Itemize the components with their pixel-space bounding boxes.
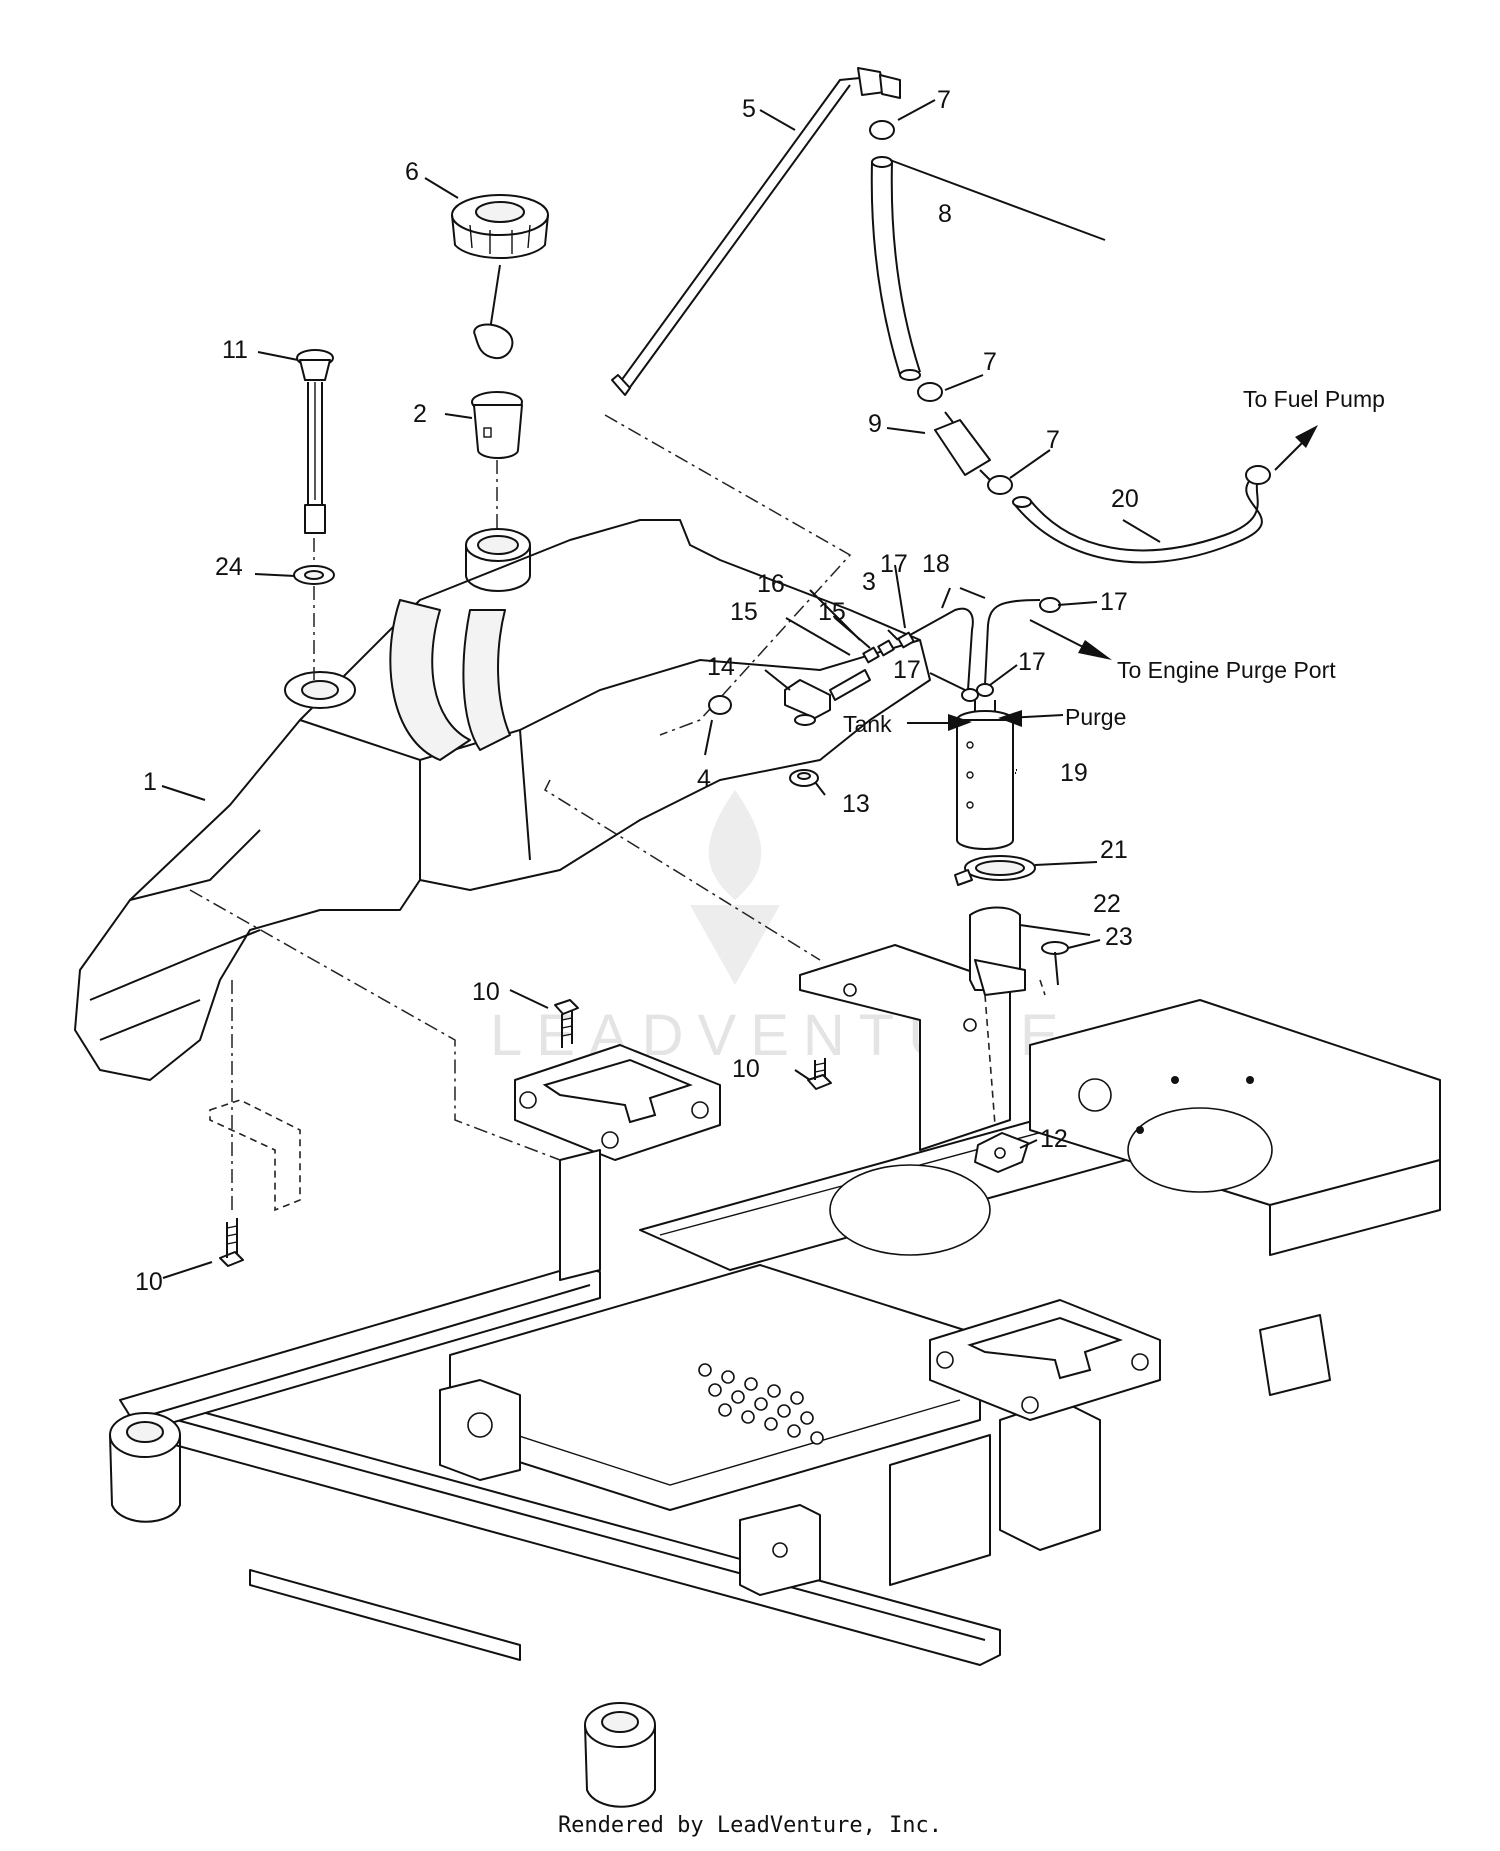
screw-leader-line — [1039, 979, 1046, 996]
callout-11: 11 — [222, 336, 248, 364]
fuel-hose[interactable] — [870, 156, 921, 381]
clamp-upper[interactable] — [869, 120, 895, 140]
callout-17-left: 17 — [893, 656, 921, 684]
vent-leader-line — [604, 414, 852, 736]
callout-14: 14 — [707, 653, 735, 681]
frame-assembly — [109, 944, 1441, 1808]
callout-4: 4 — [697, 765, 711, 793]
callout-16: 16 — [757, 570, 785, 598]
engine-purge-arrow — [1029, 619, 1086, 649]
canister-bracket[interactable] — [969, 906, 1026, 996]
callout-labels: 1 2 3 4 5 6 7 7 7 8 9 10 10 10 11 12 13 … — [135, 86, 1139, 1296]
callout-19: 19 — [1060, 759, 1088, 787]
callout-8: 8 — [938, 200, 952, 228]
fuel-line-to-pump[interactable] — [1012, 465, 1271, 564]
fuel-tank[interactable] — [74, 519, 931, 1081]
callout-18: 18 — [922, 550, 950, 578]
mounting-screw[interactable] — [1041, 941, 1069, 986]
tank-mount-leader-line — [189, 889, 561, 1161]
flow-notes: To Fuel Pump To Engine Purge Port Tank P… — [843, 386, 1385, 737]
flange-nut[interactable] — [974, 1132, 1029, 1173]
callout-leaders — [161, 99, 1161, 1279]
callout-20: 20 — [1111, 485, 1139, 513]
footer-credit: Rendered by LeadVenture, Inc. — [558, 1813, 942, 1838]
callout-7-upper: 7 — [937, 86, 951, 114]
callout-21: 21 — [1100, 836, 1128, 864]
callout-10-upper: 10 — [472, 978, 500, 1006]
vent-tube[interactable] — [611, 67, 901, 396]
callout-7-lower: 7 — [1046, 426, 1060, 454]
note-to-engine-purge-port: To Engine Purge Port — [1117, 657, 1336, 683]
note-purge: Purge — [1065, 704, 1126, 730]
callout-15-right: 15 — [818, 598, 846, 626]
callout-13: 13 — [842, 790, 870, 818]
fuel-strainer[interactable] — [471, 391, 523, 459]
callout-10-lower: 10 — [135, 1268, 163, 1296]
fuel-filter[interactable] — [934, 411, 991, 481]
callout-24: 24 — [215, 553, 243, 581]
clamp-lower[interactable] — [987, 475, 1013, 495]
fuel-gauge-sender[interactable] — [296, 349, 334, 534]
fuel-pump-arrow — [1274, 439, 1306, 471]
callout-17-top: 17 — [880, 550, 908, 578]
callout-2: 2 — [413, 400, 427, 428]
clamp-middle[interactable] — [917, 382, 943, 402]
callout-23: 23 — [1105, 923, 1133, 951]
fuel-cap[interactable] — [451, 194, 549, 260]
evap-fittings[interactable] — [708, 597, 1061, 787]
gauge-grommet[interactable] — [293, 565, 335, 585]
fuel-pump-arrowhead — [1295, 425, 1318, 448]
canister-clamp[interactable] — [954, 855, 1036, 886]
callout-10-right: 10 — [732, 1055, 760, 1083]
engine-purge-arrowhead — [1078, 640, 1112, 660]
tank-rear-leader-line — [544, 779, 821, 961]
note-to-fuel-pump: To Fuel Pump — [1243, 386, 1385, 412]
callout-6: 6 — [405, 158, 419, 186]
purge-port-arrowhead — [998, 710, 1022, 727]
tank-port-arrowhead — [948, 714, 972, 731]
watermark-flame-icon — [708, 790, 762, 900]
callout-5: 5 — [742, 95, 756, 123]
callout-9: 9 — [868, 410, 882, 438]
evap-canister[interactable] — [956, 700, 1014, 850]
callout-15-left: 15 — [730, 598, 758, 626]
note-tank: Tank — [843, 711, 892, 737]
callout-7-middle: 7 — [983, 348, 997, 376]
callout-1: 1 — [143, 768, 157, 796]
callout-17-mid: 17 — [1018, 648, 1046, 676]
bolt-lower-left[interactable] — [219, 1218, 244, 1267]
callout-22: 22 — [1093, 890, 1121, 918]
watermark-v-icon — [690, 905, 780, 985]
callout-17-right: 17 — [1100, 588, 1128, 616]
callout-12: 12 — [1040, 1125, 1068, 1153]
cap-tether — [473, 264, 514, 360]
callout-3: 3 — [862, 568, 876, 596]
bolt-bracket-right[interactable] — [807, 1058, 832, 1090]
floor-hole-grid — [698, 1363, 824, 1445]
bolt-seat-upper[interactable] — [554, 999, 579, 1048]
canister-leader-line — [984, 994, 996, 1126]
